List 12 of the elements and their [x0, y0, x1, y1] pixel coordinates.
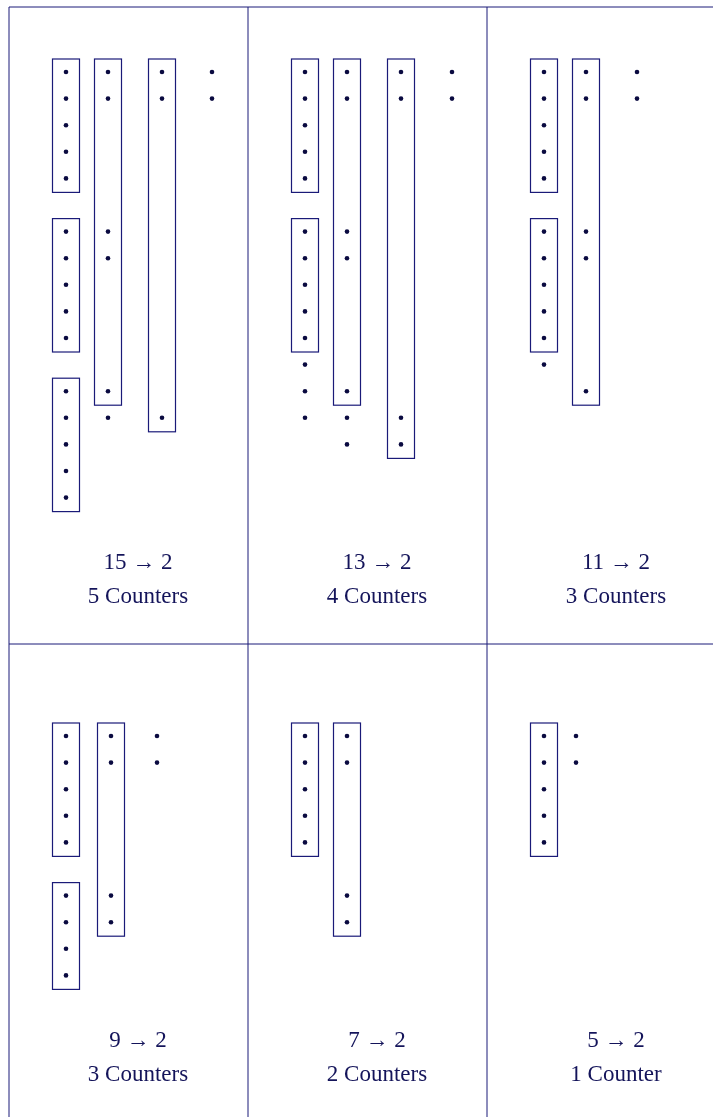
- ratio-label: 9 → 2: [108, 1027, 168, 1053]
- counter-count-label: 4 Counters: [325, 583, 429, 609]
- counter-count-label: 3 Counters: [86, 1061, 190, 1087]
- ratio-label: 5 → 2: [586, 1027, 646, 1053]
- ratio-label: 13 → 2: [341, 549, 413, 575]
- ratio-label: 11 → 2: [580, 549, 652, 575]
- counter-count-label: 1 Counter: [569, 1061, 663, 1087]
- counter-count-label: 3 Counters: [564, 583, 668, 609]
- ratio-label: 7 → 2: [347, 1027, 407, 1053]
- ratio-label: 15 → 2: [102, 549, 174, 575]
- counter-count-label: 2 Counters: [325, 1061, 429, 1087]
- counter-count-label: 5 Counters: [86, 583, 190, 609]
